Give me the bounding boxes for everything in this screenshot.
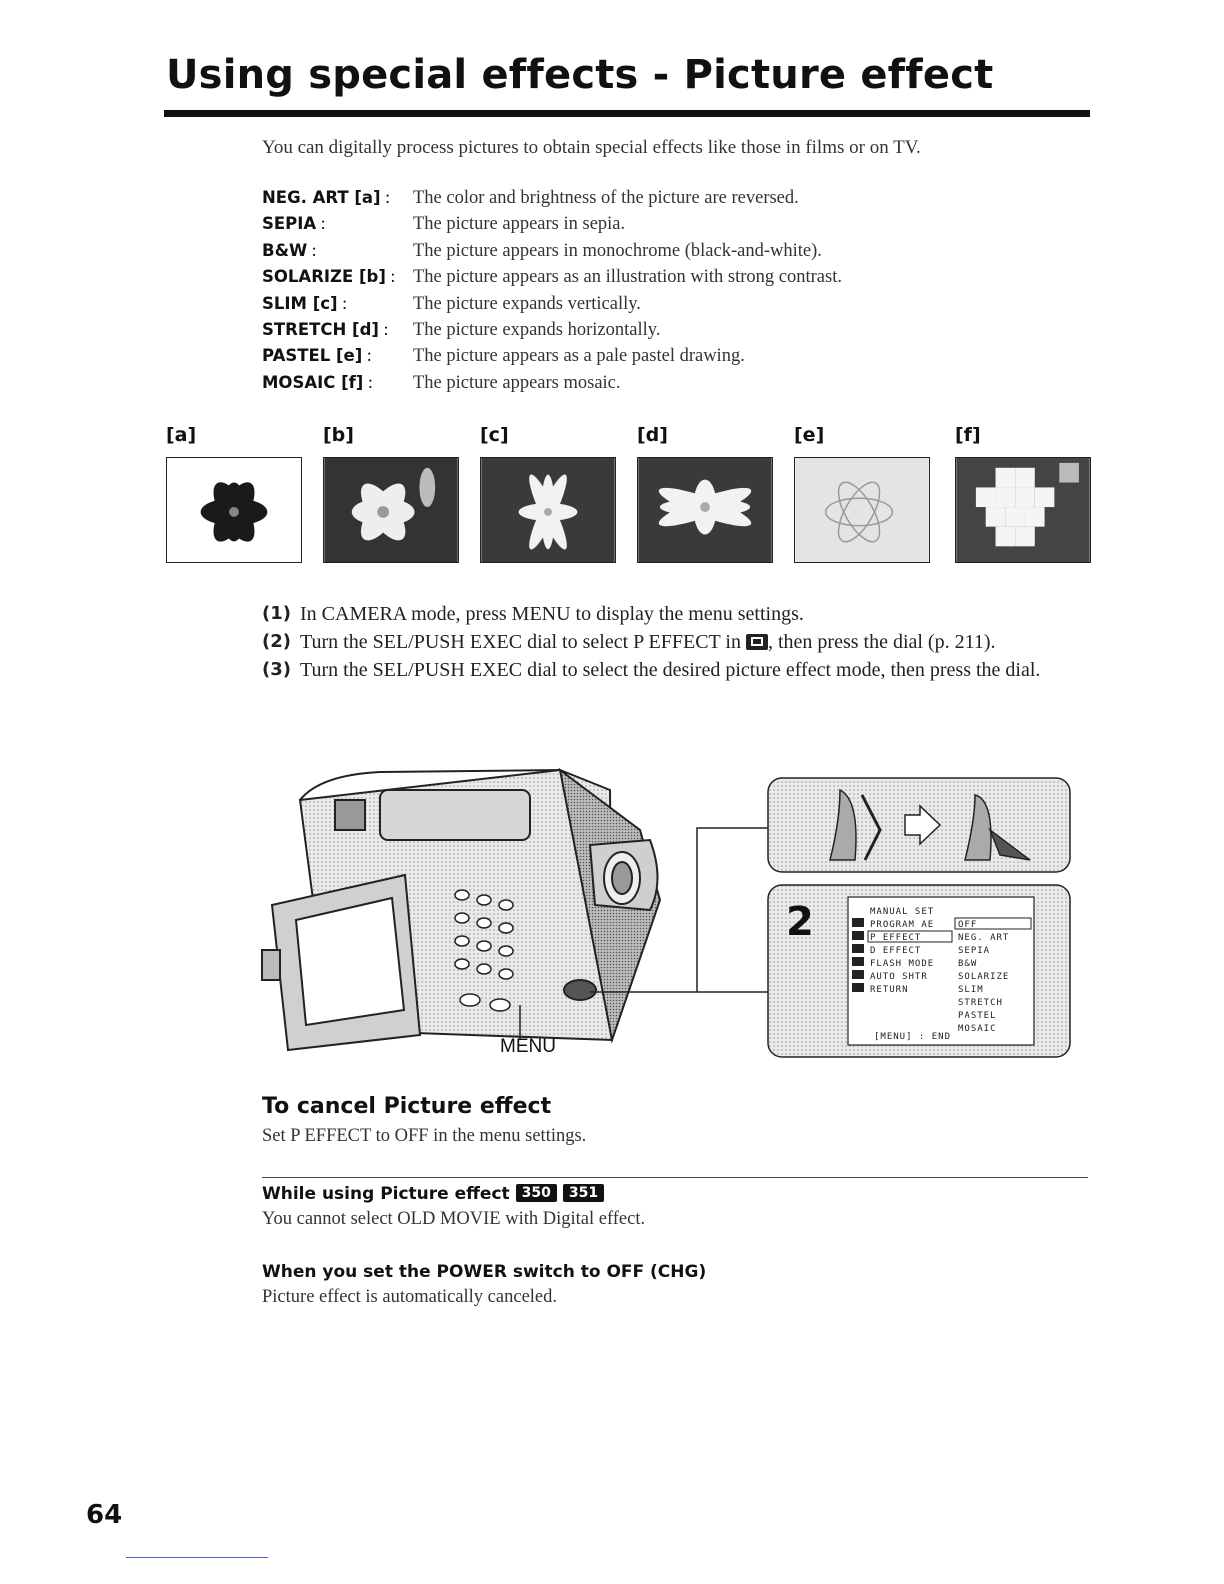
- arrow-right-icon: [904, 804, 942, 846]
- note-body-2: Picture effect is automatically canceled…: [262, 1287, 558, 1307]
- sample-label-a: [a]: [166, 424, 197, 446]
- step-3: (3) Turn the SEL/PUSH EXEC dial to selec…: [262, 659, 1041, 681]
- svg-text:NEG. ART: NEG. ART: [958, 933, 1009, 943]
- effect-row: B&W : The picture appears in monochrome (…: [262, 240, 1062, 266]
- effect-name: B&W :: [262, 239, 317, 260]
- effect-desc: The picture expands horizontally.: [413, 319, 661, 340]
- effect-name: STRETCH [d] :: [262, 318, 389, 339]
- sample-image-pastel: [794, 457, 930, 563]
- effect-desc: The picture appears in sepia.: [413, 214, 626, 235]
- svg-text:MANUAL SET: MANUAL SET: [870, 907, 934, 917]
- svg-text:PROGRAM AE: PROGRAM AE: [870, 920, 934, 930]
- svg-text:STRETCH: STRETCH: [958, 998, 1003, 1008]
- note-body-1: You cannot select OLD MOVIE with Digital…: [262, 1209, 646, 1229]
- svg-text:SOLARIZE: SOLARIZE: [958, 972, 1009, 982]
- effect-row: MOSAIC [f] : The picture appears mosaic.: [262, 372, 1062, 398]
- effect-name: SOLARIZE [b] :: [262, 266, 396, 287]
- step-2: (2) Turn the SEL/PUSH EXEC dial to selec…: [262, 631, 996, 653]
- effect-row: STRETCH [d] : The picture expands horizon…: [262, 319, 1062, 345]
- svg-text:SLIM: SLIM: [958, 985, 984, 995]
- effect-name: SLIM [c] :: [262, 292, 348, 313]
- svg-text:P EFFECT: P EFFECT: [870, 933, 921, 943]
- sample-label-e: [e]: [794, 424, 825, 446]
- lcd-menu-screen: [847, 896, 1035, 1046]
- dial-turn-icon: [829, 788, 882, 861]
- svg-text:B&W: B&W: [958, 959, 977, 969]
- step-1: (1) In CAMERA mode, press MENU to displa…: [262, 603, 804, 625]
- effect-row: SOLARIZE [b] : The picture appears as an …: [262, 266, 1062, 292]
- sample-image-solarize: [323, 457, 459, 563]
- effect-name: PASTEL [e] :: [262, 345, 372, 366]
- sample-image-neg-art: [166, 457, 302, 563]
- svg-text:SEPIA: SEPIA: [958, 946, 990, 956]
- sample-label-b: [b]: [323, 424, 354, 446]
- svg-text:FLASH MODE: FLASH MODE: [870, 959, 934, 969]
- intro-text: You can digitally process pictures to ob…: [262, 137, 921, 158]
- svg-text:RETURN: RETURN: [870, 985, 909, 995]
- note-heading-2: When you set the POWER switch to OFF (CH…: [262, 1262, 707, 1282]
- svg-text:AUTO SHTR: AUTO SHTR: [870, 972, 928, 982]
- footer-rule: [126, 1557, 268, 1558]
- menu-button-label: MENU: [500, 1036, 556, 1057]
- cancel-heading: To cancel Picture effect: [262, 1094, 552, 1119]
- svg-text:MOSAIC: MOSAIC: [958, 1024, 997, 1034]
- svg-text:[MENU] : END: [MENU] : END: [874, 1032, 951, 1042]
- effect-desc: The picture appears as an illustration w…: [413, 267, 842, 288]
- dial-press-icon: [964, 794, 1031, 861]
- effect-row: SEPIA : The picture appears in sepia.: [262, 213, 1062, 239]
- panel-step-number: 2: [786, 899, 814, 945]
- effect-row: SLIM [c] : The picture expands vertically…: [262, 293, 1062, 319]
- effect-row: PASTEL [e] : The picture appears as a pal…: [262, 345, 1062, 371]
- sample-label-c: [c]: [480, 424, 509, 446]
- effect-desc: The picture appears as a pale pastel dra…: [413, 346, 745, 367]
- procedure-steps: (1) In CAMERA mode, press MENU to displa…: [262, 600, 1082, 684]
- sample-image-stretch: [637, 457, 773, 563]
- effect-desc: The picture appears mosaic.: [413, 372, 621, 393]
- lcd-menu-text: MANUAL SET PROGRAM AE P EFFECT D EFFECT …: [867, 907, 1032, 1042]
- effect-desc: The picture appears in monochrome (black…: [413, 240, 822, 261]
- svg-text:OFF: OFF: [958, 920, 977, 930]
- model-badge: 351: [562, 1184, 605, 1202]
- sample-label-f: [f]: [955, 424, 981, 446]
- notes-rule: [262, 1177, 1088, 1178]
- effect-name: MOSAIC [f] :: [262, 371, 373, 392]
- sample-label-d: [d]: [637, 424, 668, 446]
- effect-list: NEG. ART [a] : The color and brightness o…: [262, 187, 1062, 398]
- title-rule: [164, 110, 1090, 117]
- svg-text:D EFFECT: D EFFECT: [870, 946, 921, 956]
- page-number: 64: [86, 1500, 123, 1530]
- model-badge: 350: [515, 1184, 557, 1202]
- camcorder-icon: [261, 767, 662, 1052]
- sample-image-slim: [480, 457, 616, 563]
- effect-name: NEG. ART [a] :: [262, 187, 391, 207]
- page-title: Using special effects - Picture effect: [166, 52, 994, 98]
- sample-image-mosaic: [955, 457, 1091, 563]
- effect-name: SEPIA :: [262, 213, 326, 234]
- effect-desc: The color and brightness of the picture …: [413, 188, 799, 208]
- effect-desc: The picture expands vertically.: [413, 293, 641, 314]
- svg-text:PASTEL: PASTEL: [958, 1011, 997, 1021]
- effect-row: NEG. ART [a] : The color and brightness o…: [262, 187, 1062, 213]
- cancel-body: Set P EFFECT to OFF in the menu settings…: [262, 1126, 587, 1146]
- camera-set-menu-icon: [745, 634, 768, 650]
